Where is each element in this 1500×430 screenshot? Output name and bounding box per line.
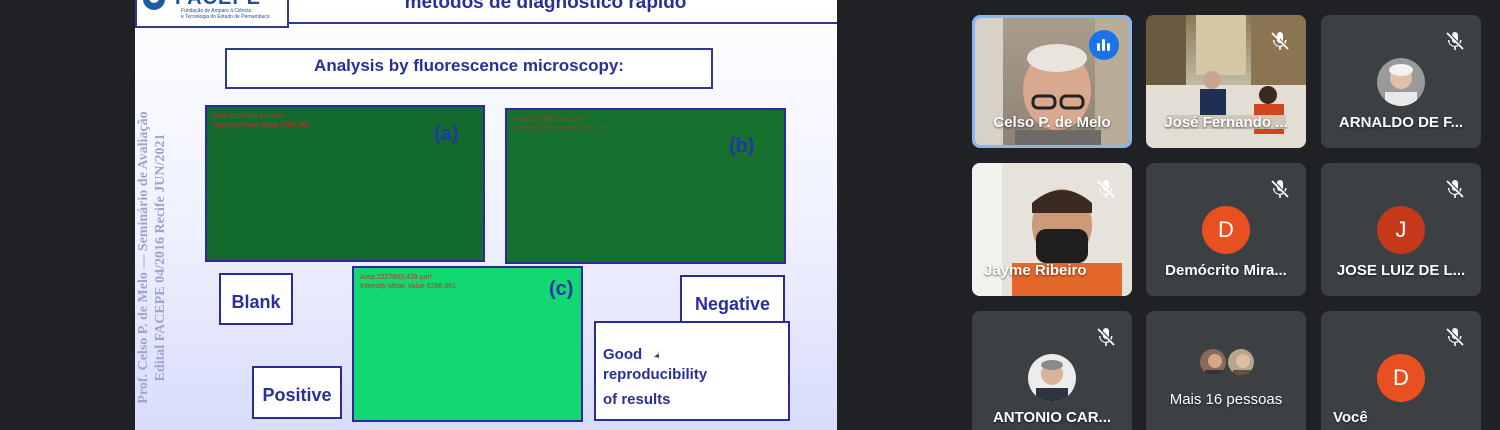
side-credit: Prof. Celso P. de Melo — Seminário de Av… xyxy=(135,95,175,420)
label-blank: Blank xyxy=(219,273,293,325)
speaking-indicator-icon xyxy=(1089,30,1119,60)
side-credit-line-1: Prof. Celso P. de Melo — Seminário de Av… xyxy=(136,111,151,404)
presentation-slide: FACEPE Fundação de Amparo à Ciência e Te… xyxy=(135,0,837,430)
panel-a-meta: Area 2227853,429 µm² Intensity Mean Valu… xyxy=(213,113,309,129)
avatar xyxy=(1377,58,1425,106)
label-good-reproducibility: Good reproducibility of results xyxy=(594,321,790,421)
mic-off-icon xyxy=(1268,29,1292,53)
panel-b-meta: Area 2227853,429 µm² Intensity Mean Valu… xyxy=(513,116,609,132)
panel-c-tag: (c) xyxy=(549,278,574,300)
mic-off-icon xyxy=(1094,325,1118,349)
participant-name: JOSE LUIZ DE L... xyxy=(1336,262,1466,279)
mic-off-icon xyxy=(1094,177,1118,201)
group-avatar-1 xyxy=(1198,347,1228,377)
microscopy-panel-a: Area 2227853,429 µm² Intensity Mean Valu… xyxy=(205,105,485,262)
participant-name: Jayme Ribeiro xyxy=(984,262,1087,279)
more-participants-label: Mais 16 pessoas xyxy=(1169,391,1283,408)
slide-header: FACEPE Fundação de Amparo à Ciência e Te… xyxy=(135,0,837,28)
participant-tile-self[interactable]: D Você xyxy=(1321,311,1481,430)
logo-text: FACEPE xyxy=(175,0,261,10)
video-feed xyxy=(1146,15,1306,148)
participant-name: Demócrito Mira... xyxy=(1165,262,1287,279)
video-feed xyxy=(972,163,1132,296)
avatar: J xyxy=(1377,206,1425,254)
slide-title: métodos de diagnóstico rápido" xyxy=(404,0,696,13)
meeting-room-video-icon xyxy=(1146,15,1306,148)
participant-name: Celso P. de Melo xyxy=(993,114,1111,131)
participant-tile-arnaldo[interactable]: ARNALDO DE F... xyxy=(1321,15,1481,148)
participant-tile-celso[interactable]: Celso P. de Melo xyxy=(972,15,1132,148)
mic-off-icon xyxy=(1443,29,1467,53)
label-negative: Negative xyxy=(680,275,785,323)
good-line-1: Good xyxy=(603,346,643,363)
mic-off-icon xyxy=(1443,177,1467,201)
person-video-icon xyxy=(972,163,1132,296)
slide-subtitle: Analysis by fluorescence microscopy: xyxy=(225,48,713,89)
participant-name: José Fernando ... xyxy=(1164,114,1288,131)
participant-name: ARNALDO DE F... xyxy=(1338,114,1464,131)
microscopy-panel-c: Area 2227853,429 µm² Intensity Mean Valu… xyxy=(352,266,583,422)
participant-tile-antonio[interactable]: ANTONIO CAR... xyxy=(972,311,1132,430)
good-line-2: reproducibility xyxy=(603,366,708,383)
group-avatar-2 xyxy=(1226,347,1256,377)
logo-subtitle: Fundação de Amparo à Ciência e Tecnologi… xyxy=(181,8,270,20)
mic-off-icon xyxy=(1443,325,1467,349)
avatar: D xyxy=(1377,354,1425,402)
mic-off-icon xyxy=(1268,177,1292,201)
avatar xyxy=(1028,354,1076,402)
participant-tile-jayme[interactable]: Jayme Ribeiro xyxy=(972,163,1132,296)
participant-name: ANTONIO CAR... xyxy=(992,409,1112,426)
side-credit-line-2: Edital FACEPE 04/2016 Recife JUN/2021 xyxy=(153,133,168,382)
logo-mark-icon xyxy=(143,0,165,10)
participant-tile-jose[interactable]: José Fernando ... xyxy=(1146,15,1306,148)
avatar: D xyxy=(1202,206,1250,254)
participant-tile-jose-luiz[interactable]: J JOSE LUIZ DE L... xyxy=(1321,163,1481,296)
participant-name: Você xyxy=(1333,409,1368,426)
person-video-icon xyxy=(975,18,1129,145)
facepe-logo: FACEPE Fundação de Amparo à Ciência e Te… xyxy=(135,0,289,28)
good-line-3: of results xyxy=(603,391,671,408)
panel-a-tag: (a) xyxy=(434,123,459,145)
panel-b-tag: (b) xyxy=(729,135,755,157)
more-participants-tile[interactable]: Mais 16 pessoas xyxy=(1146,311,1306,430)
panel-c-meta: Area 2227853,429 µm² Intensity Mean Valu… xyxy=(360,274,456,290)
microscopy-panel-b: Area 2227853,429 µm² Intensity Mean Valu… xyxy=(505,108,786,264)
participant-tile-democrito[interactable]: D Demócrito Mira... xyxy=(1146,163,1306,296)
label-positive: Positive xyxy=(252,366,342,419)
